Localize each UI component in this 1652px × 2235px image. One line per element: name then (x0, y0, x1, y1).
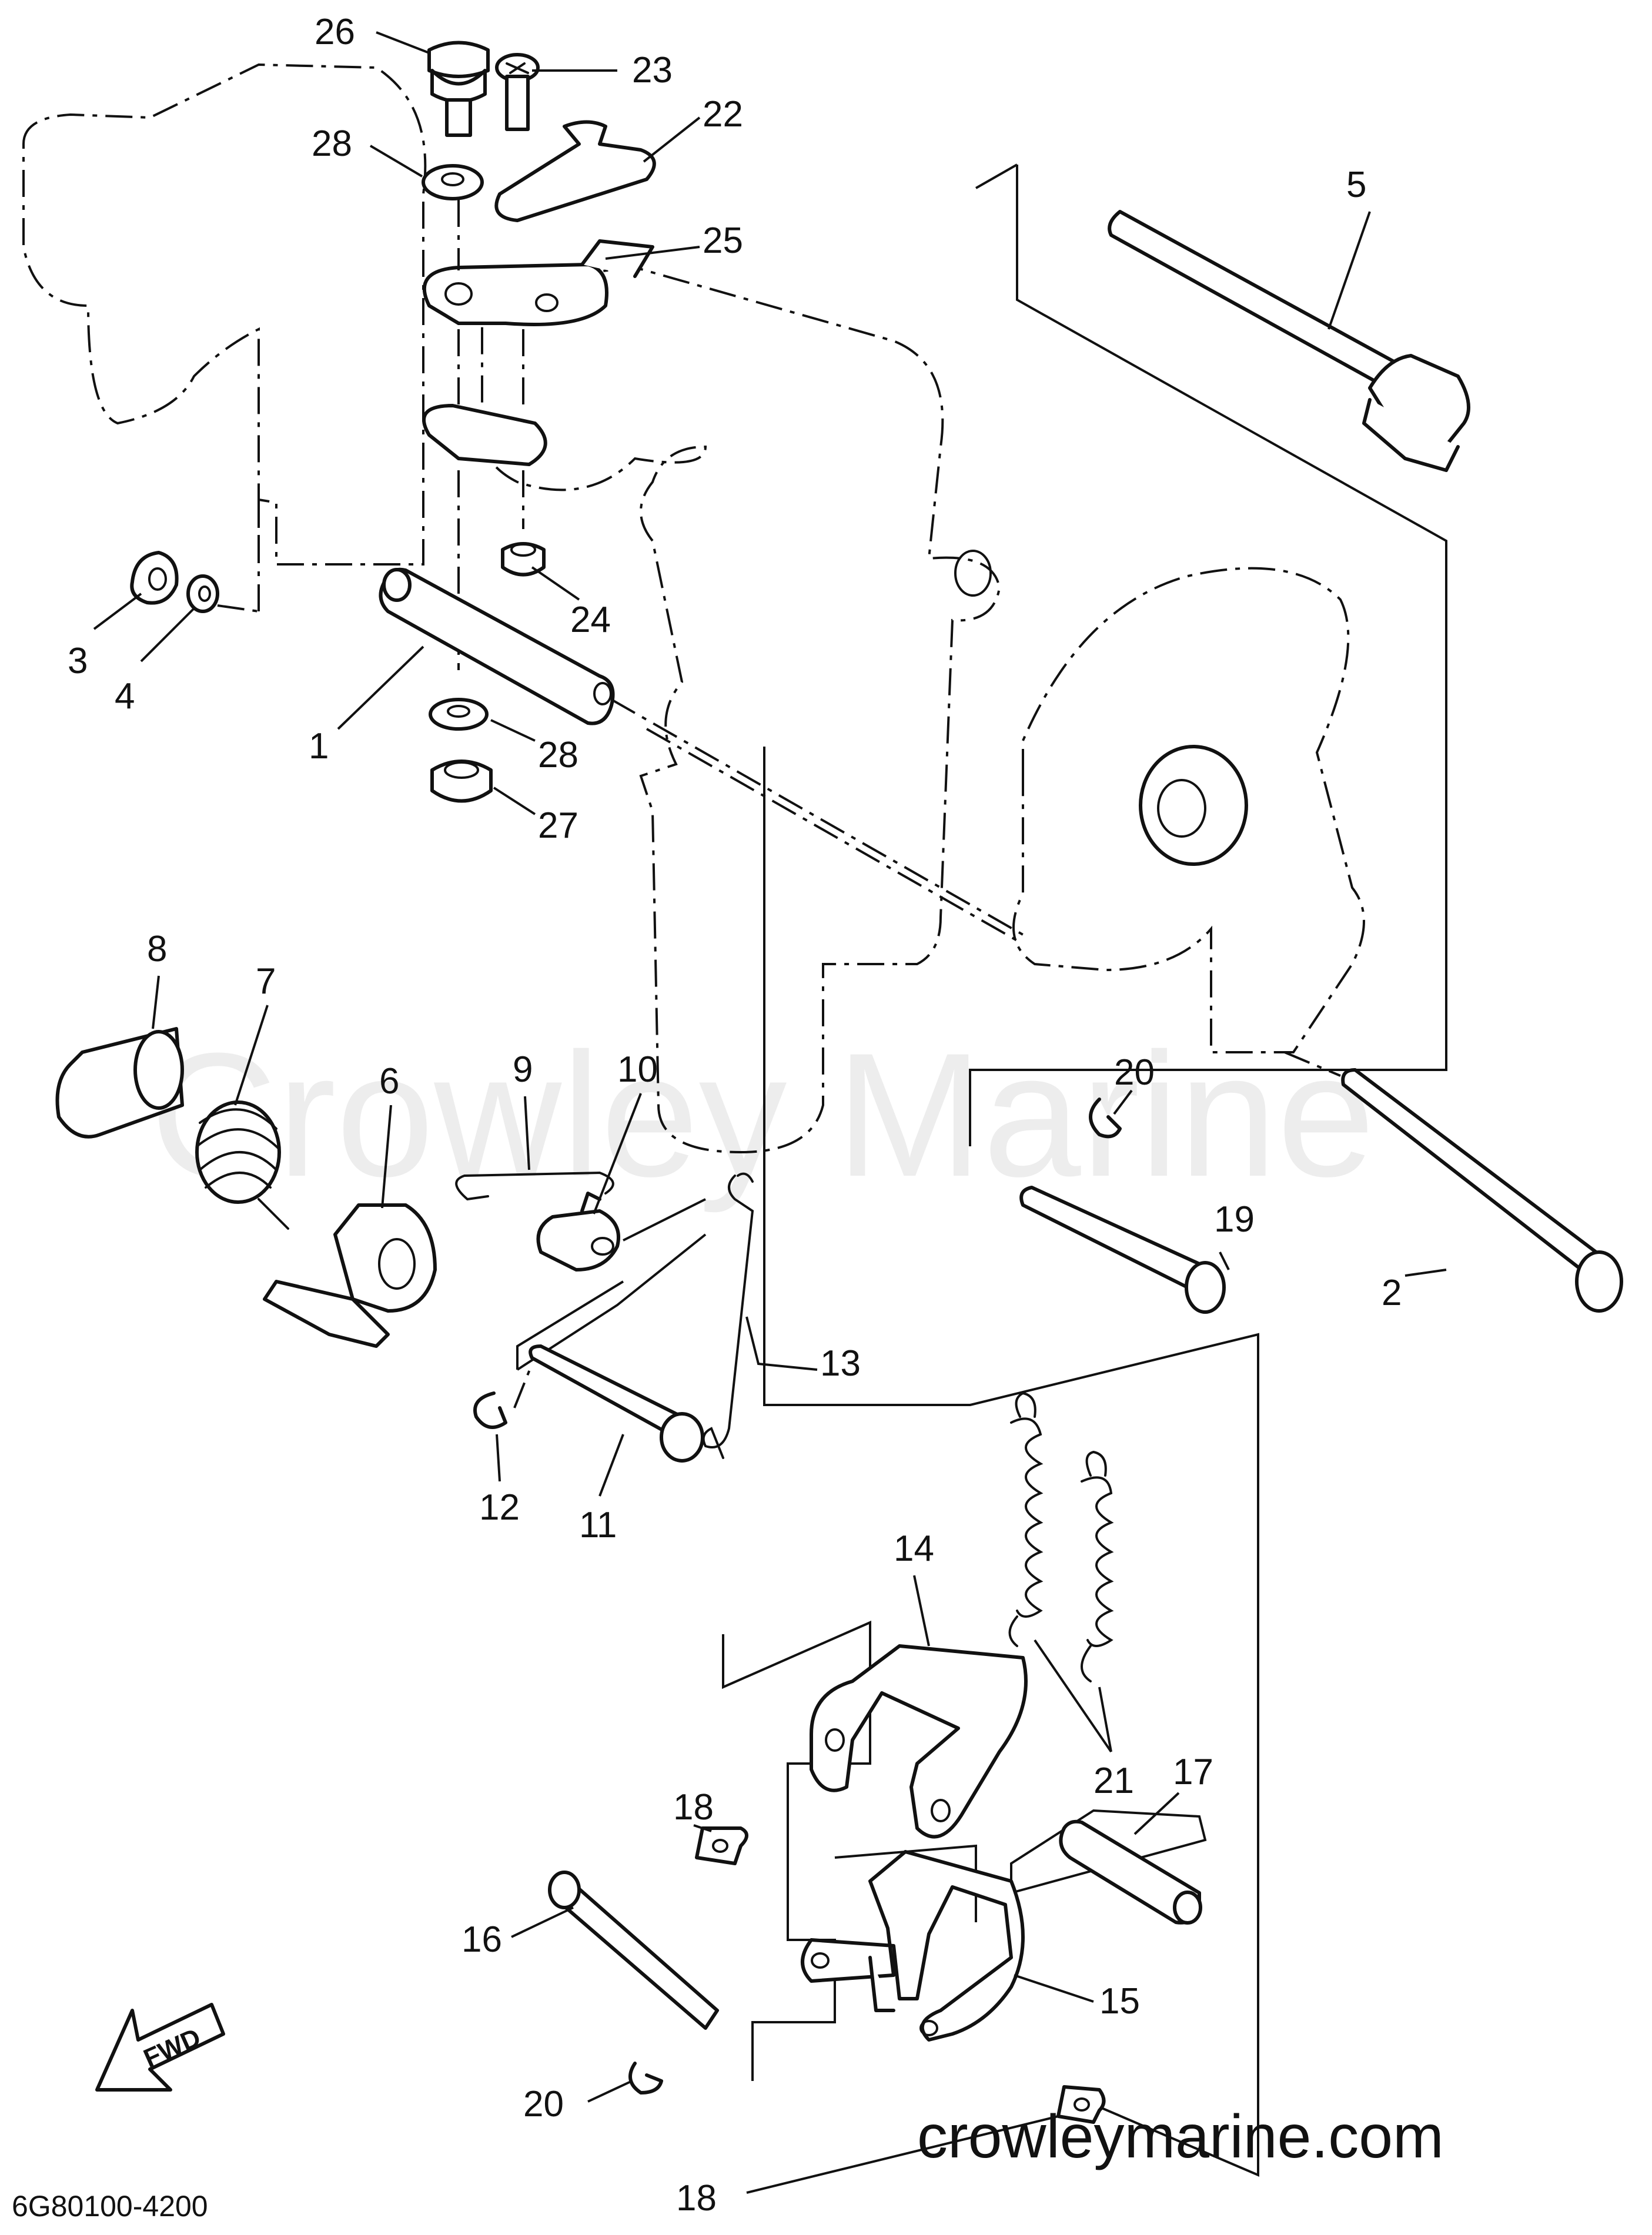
clip-18-lower (1056, 2085, 1106, 2124)
nut-3 (130, 551, 179, 605)
tilt-tube-hole (1157, 779, 1206, 838)
axis-tube-low (646, 728, 1018, 942)
frame-tilt-lever (722, 1620, 871, 2081)
lever-6 (263, 1203, 437, 1348)
tube-1 (379, 567, 615, 725)
frame-tilt-grip (1010, 1809, 1207, 1894)
callout-13: 13 (820, 1343, 861, 1384)
callout-11: 11 (579, 1505, 617, 1545)
cam-10 (536, 1192, 620, 1272)
e-clip-12 (473, 1391, 507, 1429)
pin-11 (529, 1344, 704, 1463)
callout-3: 3 (68, 641, 88, 681)
callout-1: 1 (309, 726, 329, 767)
frame-tilt-stop (763, 747, 1259, 2177)
callout-19: 19 (1214, 1199, 1255, 1240)
nut-27 (430, 760, 493, 803)
rod-13-hook (737, 1172, 754, 1183)
collar-8 (55, 1027, 184, 1139)
bolt-2 (1341, 1068, 1623, 1313)
pin-19 (1019, 1186, 1226, 1314)
callout-20-lower: 20 (523, 2084, 564, 2124)
callout-28-bottom: 28 (538, 735, 578, 775)
e-clip-20-upper (1089, 1098, 1122, 1139)
callout-27: 27 (538, 805, 578, 846)
frame-springs (516, 1233, 707, 1371)
callout-6: 6 (379, 1061, 399, 1102)
frame-cam (516, 1198, 706, 1370)
spring-21-a (1008, 1391, 1044, 1647)
bracket-plate-25 (422, 239, 654, 326)
plate-22 (494, 120, 656, 222)
callout-18-lower: 18 (676, 2178, 717, 2219)
washer-4-hole (198, 585, 211, 602)
clamp-bracket-right (1012, 567, 1365, 1053)
spring-7 (195, 1100, 289, 1230)
callout-12: 12 (479, 1487, 520, 1528)
callout-16: 16 (462, 1919, 502, 1960)
tilt-stop-15 (801, 1850, 1025, 2042)
callout-28-top: 28 (312, 123, 352, 164)
frame-lever-pin (834, 1844, 977, 1922)
callout-14: 14 (894, 1528, 934, 1569)
spring-9 (455, 1171, 614, 1200)
nut-24 (501, 542, 546, 577)
washer-4 (186, 574, 219, 613)
fwd-arrow: FWD (95, 2003, 225, 2092)
axis-11 (513, 1363, 533, 1408)
pin-16 (548, 1871, 719, 2030)
lower-plate (422, 404, 547, 466)
axis-4 (217, 511, 260, 613)
callout-4: 4 (115, 676, 135, 717)
callout-24: 24 (570, 600, 611, 640)
rod-13 (702, 1175, 754, 1459)
axis-tube (611, 698, 1024, 936)
callout-17: 17 (1173, 1752, 1213, 1792)
screw-23 (495, 53, 540, 131)
callout-21: 21 (1093, 1761, 1134, 1801)
clamp-bracket-left (22, 63, 427, 566)
leader-lines (93, 31, 1447, 2194)
washer-28-bottom-hole (447, 705, 470, 718)
tilt-pin-5 (1108, 210, 1470, 472)
tilt-tube-boss (1139, 745, 1248, 866)
callout-25: 25 (703, 220, 743, 261)
diagram-code: 6G80100-4200 (12, 2190, 208, 2223)
frame-tilt-pin (969, 163, 1447, 1146)
callout-20-upper: 20 (1114, 1052, 1155, 1093)
callout-5: 5 (1346, 165, 1366, 205)
washer-28-bottom (429, 698, 489, 731)
swivel-boss (954, 550, 992, 597)
callout-18-upper: 18 (673, 1787, 714, 1828)
washer-28-top (422, 164, 484, 200)
site-watermark: crowleymarine.com (917, 2103, 1444, 2171)
callout-22: 22 (703, 94, 743, 135)
bracket-14 (810, 1644, 1028, 1839)
axis-2 (1284, 1051, 1341, 1077)
callout-8: 8 (147, 929, 167, 969)
callout-15: 15 (1099, 1981, 1140, 2022)
bolt-26 (427, 41, 490, 137)
callout-10: 10 (617, 1049, 658, 1090)
watermark: Crowley Marine (150, 1016, 1375, 1214)
callout-9: 9 (513, 1049, 533, 1090)
callout-23: 23 (632, 50, 673, 91)
e-clip-20-lower (628, 2062, 663, 2095)
swivel-bracket (479, 266, 1001, 1154)
callout-7: 7 (256, 961, 276, 1002)
callout-26: 26 (315, 12, 355, 52)
spring-21-b (1081, 1450, 1114, 1682)
clip-18-upper (695, 1826, 748, 1865)
callout-2: 2 (1382, 1273, 1402, 1313)
washer-28-top-hole (441, 172, 464, 186)
grip-17 (1059, 1819, 1202, 1925)
